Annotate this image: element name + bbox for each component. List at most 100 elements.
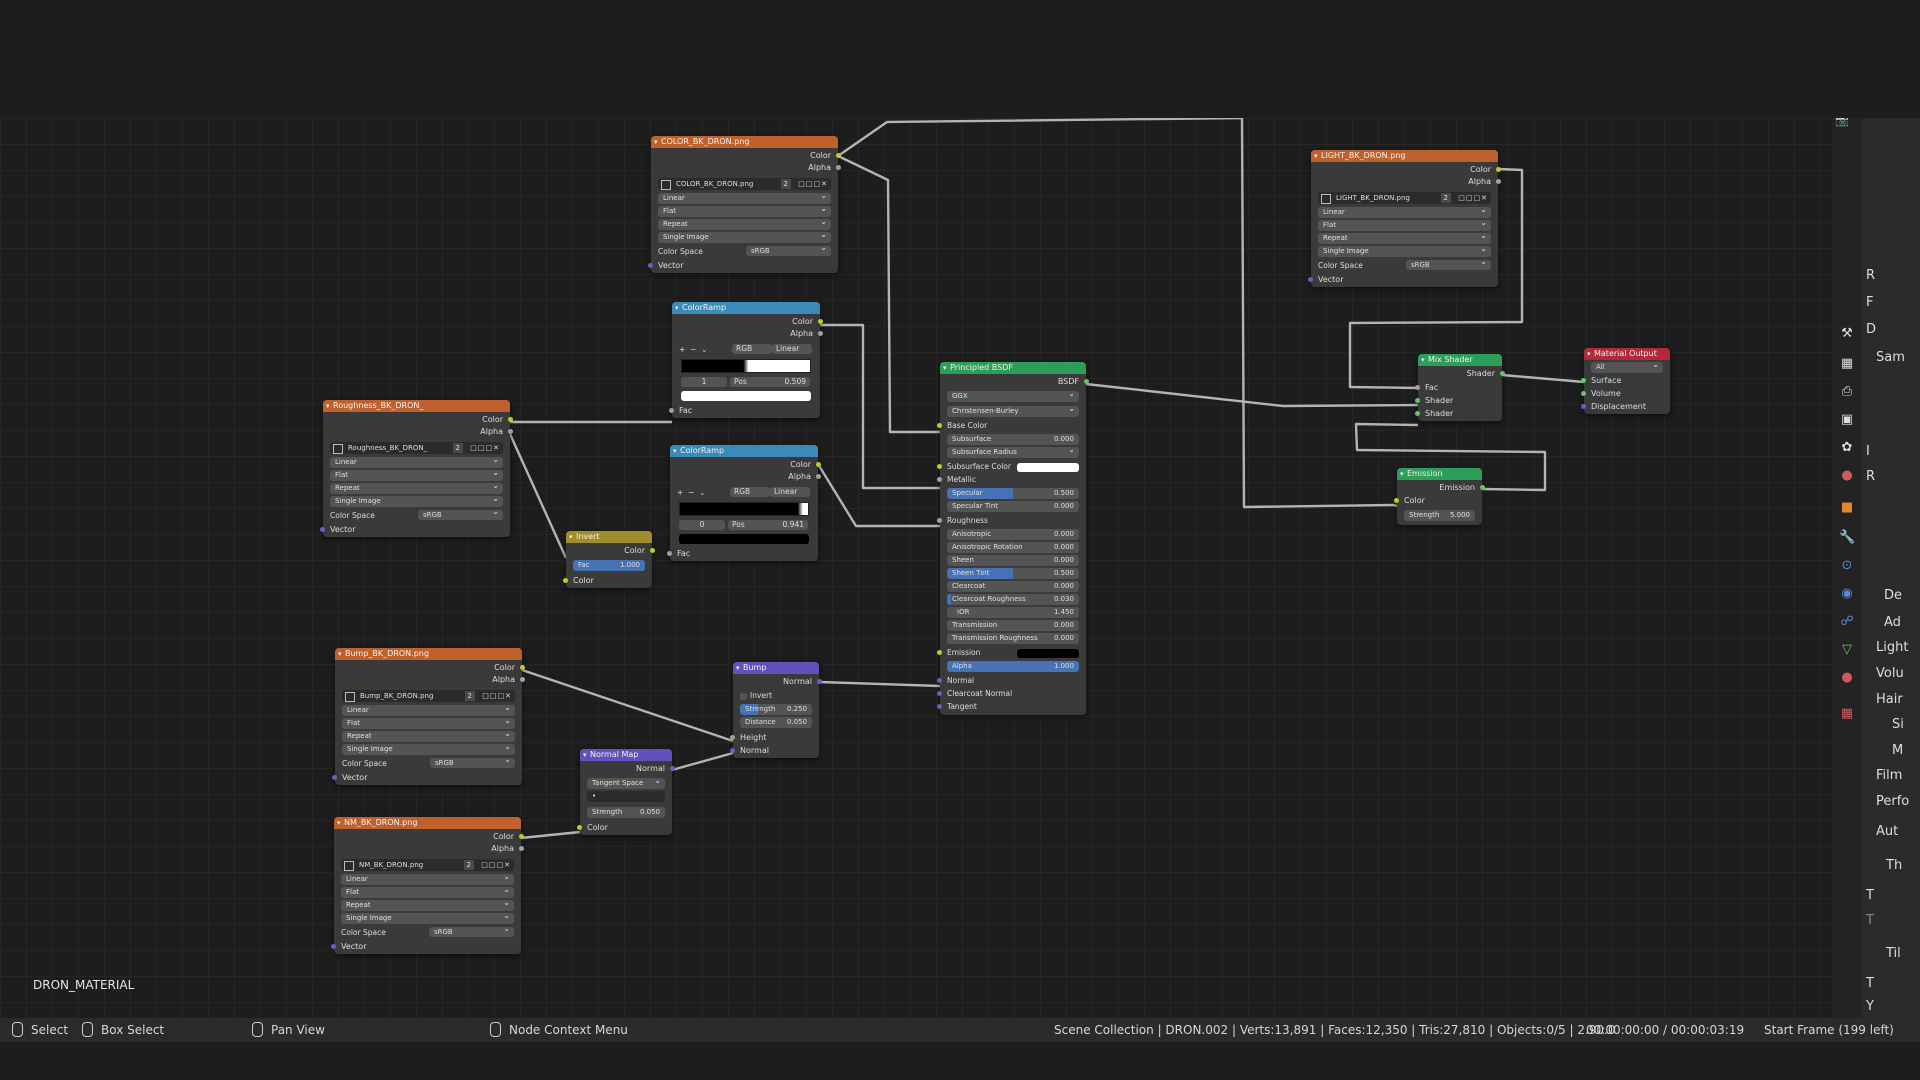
color-ramp-gradient[interactable] bbox=[681, 359, 811, 373]
stop-index-field[interactable]: 0 bbox=[679, 520, 725, 530]
color-space-dropdown[interactable]: sRGB bbox=[430, 755, 515, 768]
scene-icon[interactable]: ✿ bbox=[1841, 440, 1853, 455]
ramp-menu-icon[interactable]: ⌄ bbox=[699, 488, 706, 497]
interpolation-dropdown[interactable]: Linear bbox=[658, 193, 831, 204]
extension-dropdown[interactable]: Repeat bbox=[1318, 233, 1491, 244]
interpolation-dropdown[interactable]: Linear bbox=[341, 874, 514, 885]
ramp-interpolation-dropdown[interactable]: Linear bbox=[770, 487, 810, 497]
space-dropdown[interactable]: Tangent Space bbox=[587, 778, 665, 789]
node-header[interactable]: Emission bbox=[1397, 468, 1482, 480]
color-mode-dropdown[interactable]: RGB bbox=[732, 344, 772, 354]
projection-dropdown[interactable]: Flat bbox=[658, 206, 831, 217]
color-space-dropdown[interactable]: sRGB bbox=[429, 924, 514, 937]
color-ramp-node-1[interactable]: ColorRamp Color Alpha + − ⌄ RGB Linear 1… bbox=[669, 302, 823, 418]
properties-panel[interactable]: ⚒ ▦ ⎙ ▣ ✿ ● ■ 🔧 ⊙ ◉ ☍ ▽ ● ▦ ∠ 📷 R F D Sa… bbox=[1832, 118, 1920, 1018]
texture-icon[interactable]: ▦ bbox=[1840, 706, 1854, 721]
remove-stop-button[interactable]: − bbox=[688, 488, 695, 497]
node-header[interactable]: Invert bbox=[566, 531, 652, 543]
source-dropdown[interactable]: Single Image bbox=[342, 744, 515, 755]
image-texture-node-normal[interactable]: NM_BK_DRON.png Color Alpha NM_BK_DRON.pn… bbox=[331, 817, 524, 954]
physics-icon[interactable]: ◉ bbox=[1841, 586, 1853, 601]
node-header[interactable]: COLOR_BK_DRON.png bbox=[651, 136, 838, 148]
panel-section-til[interactable]: Til bbox=[1886, 946, 1901, 961]
emission-color-swatch[interactable] bbox=[1017, 649, 1079, 658]
ramp-menu-icon[interactable]: ⌄ bbox=[701, 345, 708, 354]
normal-map-node[interactable]: Normal Map Normal Tangent Space • Streng… bbox=[577, 749, 675, 835]
render-icon[interactable]: ▦ bbox=[1840, 356, 1854, 371]
image-selector[interactable]: Roughness_BK_DRON_2□□□✕ bbox=[330, 442, 503, 454]
output-icon[interactable]: ⎙ bbox=[1841, 384, 1853, 399]
panel-button-auto[interactable]: Aut bbox=[1876, 824, 1899, 839]
material-output-node[interactable]: Material Output All Surface Volume Displ… bbox=[1581, 348, 1670, 414]
image-texture-node-roughness[interactable]: Roughness_BK_DRON_ Color Alpha Roughness… bbox=[320, 400, 513, 537]
invert-checkbox-row[interactable]: Invert bbox=[733, 689, 819, 702]
node-header[interactable]: Bump bbox=[733, 662, 819, 674]
node-header[interactable]: LIGHT_BK_DRON.png bbox=[1311, 150, 1498, 162]
color-space-dropdown[interactable]: sRGB bbox=[418, 507, 503, 520]
node-header[interactable]: Mix Shader bbox=[1418, 354, 1502, 366]
stop-index-field[interactable]: 1 bbox=[681, 377, 727, 387]
node-header[interactable]: ColorRamp bbox=[672, 302, 820, 314]
node-header[interactable]: Roughness_BK_DRON_ bbox=[323, 400, 510, 412]
panel-section-hair[interactable]: Hair bbox=[1876, 692, 1903, 707]
invert-checkbox[interactable] bbox=[740, 692, 747, 700]
uv-map-field[interactable]: • bbox=[587, 791, 665, 802]
extension-dropdown[interactable]: Repeat bbox=[658, 219, 831, 230]
panel-section-performance[interactable]: Perfo bbox=[1876, 794, 1910, 809]
principled-bsdf-node[interactable]: Principled BSDF BSDF GGX Christensen-Bur… bbox=[937, 362, 1089, 715]
stop-color-swatch[interactable] bbox=[681, 391, 811, 401]
image-texture-node-color[interactable]: COLOR_BK_DRON.png Color Alpha COLOR_BK_D… bbox=[648, 136, 841, 273]
node-editor[interactable]: COLOR_BK_DRON.png Color Alpha COLOR_BK_D… bbox=[0, 118, 1832, 1018]
projection-dropdown[interactable]: Flat bbox=[342, 718, 515, 729]
projection-dropdown[interactable]: Flat bbox=[341, 887, 514, 898]
image-texture-node-light[interactable]: LIGHT_BK_DRON.png Color Alpha LIGHT_BK_D… bbox=[1308, 150, 1501, 287]
target-dropdown[interactable]: All bbox=[1591, 362, 1663, 373]
color-space-dropdown[interactable]: sRGB bbox=[746, 243, 831, 256]
tool-icon[interactable]: ⚒ bbox=[1841, 326, 1853, 341]
color-mode-dropdown[interactable]: RGB bbox=[730, 487, 770, 497]
interpolation-dropdown[interactable]: Linear bbox=[1318, 207, 1491, 218]
interpolation-dropdown[interactable]: Linear bbox=[342, 705, 515, 716]
material-icon[interactable]: ● bbox=[1841, 670, 1853, 685]
source-dropdown[interactable]: Single Image bbox=[658, 232, 831, 243]
image-texture-node-bump[interactable]: Bump_BK_DRON.png Color Alpha Bump_BK_DRO… bbox=[332, 648, 525, 785]
extension-dropdown[interactable]: Repeat bbox=[341, 900, 514, 911]
mix-shader-node[interactable]: Mix Shader Shader Fac Shader Shader bbox=[1415, 354, 1505, 421]
node-header[interactable]: Bump_BK_DRON.png bbox=[335, 648, 522, 660]
panel-section-si[interactable]: Si bbox=[1892, 717, 1904, 732]
source-dropdown[interactable]: Single Image bbox=[330, 496, 503, 507]
object-icon[interactable]: ■ bbox=[1840, 500, 1854, 515]
subsurface-method-dropdown[interactable]: Christensen-Burley bbox=[947, 406, 1079, 417]
panel-section-volume[interactable]: Volu bbox=[1876, 666, 1904, 681]
projection-dropdown[interactable]: Flat bbox=[330, 470, 503, 481]
panel-section-film[interactable]: Film bbox=[1876, 768, 1903, 783]
panel-section-m[interactable]: M bbox=[1892, 743, 1904, 758]
panel-section-light[interactable]: Light bbox=[1876, 640, 1909, 655]
panel-section-de[interactable]: De bbox=[1884, 588, 1903, 603]
extension-dropdown[interactable]: Repeat bbox=[342, 731, 515, 742]
data-icon[interactable]: ▽ bbox=[1842, 642, 1852, 657]
view-layer-icon[interactable]: ▣ bbox=[1840, 412, 1854, 427]
